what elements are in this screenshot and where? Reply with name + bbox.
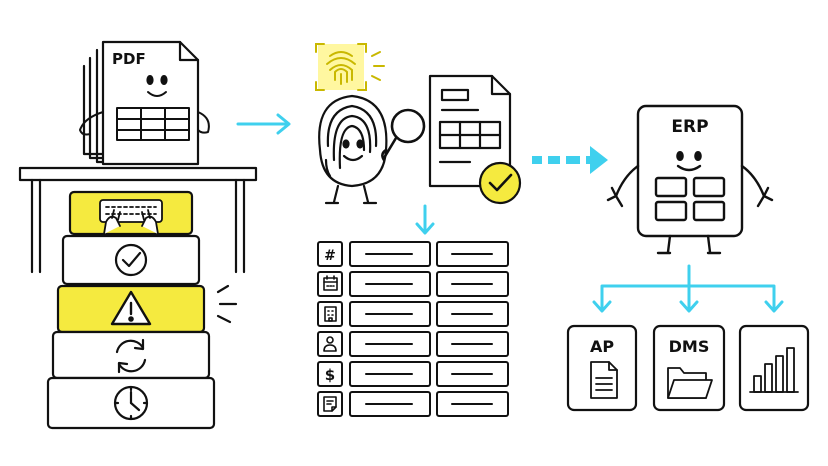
person-icon xyxy=(323,336,337,352)
dms-label: DMS xyxy=(669,337,710,356)
fingerprint-scan-icon xyxy=(315,43,385,91)
clock-icon xyxy=(113,385,149,421)
pdf-table-icon xyxy=(116,107,190,141)
bar-chart-icon xyxy=(749,347,799,393)
erp-system-character xyxy=(606,104,774,255)
destination-ap xyxy=(566,324,638,412)
magnifier-icon xyxy=(381,108,426,162)
pdf-label: PDF xyxy=(112,50,146,68)
fingerprint-character xyxy=(318,94,388,205)
checkmark-circle-icon xyxy=(114,243,148,277)
field-icon-cell-1 xyxy=(317,241,343,267)
flow-arrow-to-erp xyxy=(532,146,608,174)
invoice-document xyxy=(428,74,512,188)
pdf-arms xyxy=(79,111,210,136)
note-icon xyxy=(323,396,337,412)
flow-arrow-to-scan xyxy=(236,113,291,135)
hash-icon: # xyxy=(324,248,336,264)
keyboard-hands-icon xyxy=(99,199,163,235)
calendar-icon xyxy=(323,275,338,291)
extracted-fields-table xyxy=(317,241,509,417)
erp-label: ERP xyxy=(671,117,708,137)
ap-label: AP xyxy=(590,337,614,356)
flow-arrows-to-destinations xyxy=(592,264,784,313)
warning-alert-lines xyxy=(216,284,238,324)
warning-triangle-icon xyxy=(110,290,152,326)
refresh-cycle-icon xyxy=(115,338,147,374)
pdf-face xyxy=(146,75,168,97)
destination-dms xyxy=(652,324,726,412)
building-icon xyxy=(324,306,337,322)
desk xyxy=(18,166,258,274)
ap-document-icon xyxy=(590,361,618,399)
flow-arrow-to-fields xyxy=(415,204,435,235)
dms-folder-icon xyxy=(667,367,713,399)
destination-reporting xyxy=(738,324,810,412)
approved-check-icon xyxy=(478,161,522,205)
dollar-icon: $ xyxy=(325,366,335,384)
